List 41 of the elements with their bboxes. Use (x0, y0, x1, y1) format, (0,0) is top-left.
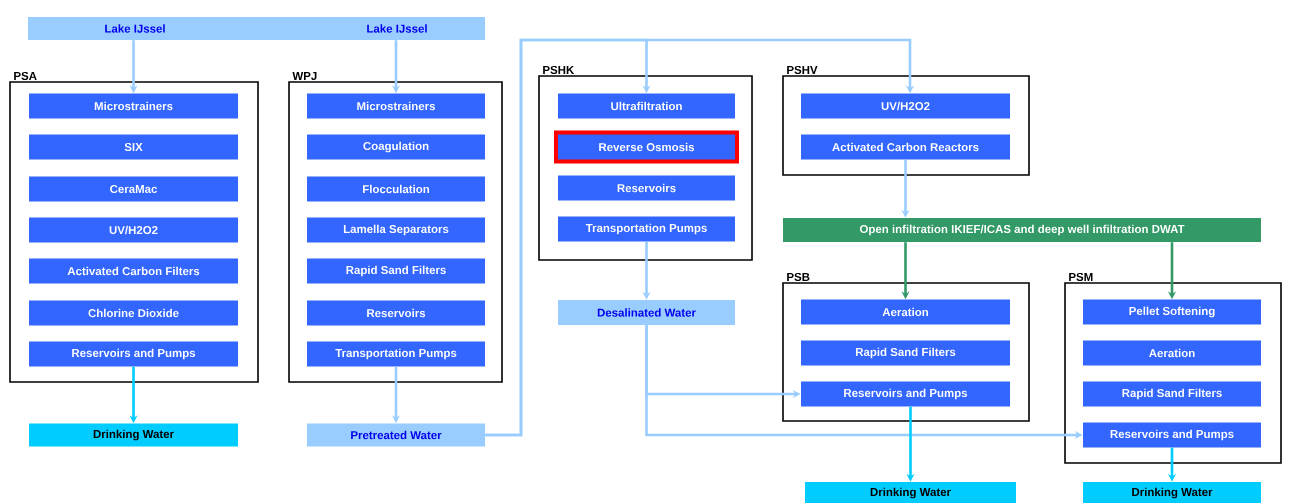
infiltration-box: Open infiltration IKIEF/ICAS and deep well infiltration DWAT (783, 218, 1261, 242)
process-box: Aeration (1083, 340, 1261, 366)
process-box: Chlorine Dioxide (29, 300, 238, 326)
process-box: SIX (29, 134, 238, 160)
arrow (485, 38, 915, 437)
process-box: Transportation Pumps (558, 216, 735, 242)
process-box: Flocculation (307, 176, 485, 202)
node-label: WPJ (292, 72, 317, 80)
drinking-water-box: Drinking Water (1083, 482, 1261, 503)
process-box: Activated Carbon Reactors (801, 134, 1010, 160)
drinking-water-box: Drinking Water (805, 482, 1016, 503)
node-label: PSM (1069, 272, 1093, 281)
process-box: Aeration (801, 299, 1010, 325)
process-box: Transportation Pumps (307, 341, 485, 367)
node-label: PSB (787, 272, 810, 281)
process-box: Ultrafiltration (558, 93, 735, 119)
process-box: Activated Carbon Filters (29, 258, 238, 284)
node-label: PSHV (787, 65, 818, 74)
node-label: PSHK (543, 65, 575, 74)
process-box: Reservoirs (307, 300, 485, 326)
process-box: Coagulation (307, 134, 485, 160)
process-box: Microstrainers (307, 93, 485, 119)
process-box: Rapid Sand Filters (801, 340, 1010, 366)
water-box: Pretreated Water (307, 423, 485, 447)
process-box: Reservoirs and Pumps (29, 341, 238, 367)
process-box: Rapid Sand Filters (307, 258, 485, 284)
process-box: Microstrainers (29, 93, 238, 119)
process-box: Reservoirs (558, 175, 735, 201)
process-box: CeraMac (29, 176, 238, 202)
process-box: Reservoirs and Pumps (801, 381, 1010, 407)
process-box: Pellet Softening (1083, 299, 1261, 325)
source-band: Lake IJssel Lake IJssel (28, 17, 485, 40)
node-label: PSA (14, 71, 37, 80)
process-box: Lamella Separators (307, 217, 485, 243)
drinking-water-box: Drinking Water (29, 423, 238, 447)
highlighted-process-box: Reverse Osmosis (554, 130, 739, 164)
process-box: Reservoirs and Pumps (1083, 422, 1261, 448)
process-box: UV/H2O2 (801, 93, 1010, 119)
water-box: Desalinated Water (558, 300, 735, 325)
process-box: Rapid Sand Filters (1083, 381, 1261, 407)
process-box: UV/H2O2 (29, 217, 238, 243)
